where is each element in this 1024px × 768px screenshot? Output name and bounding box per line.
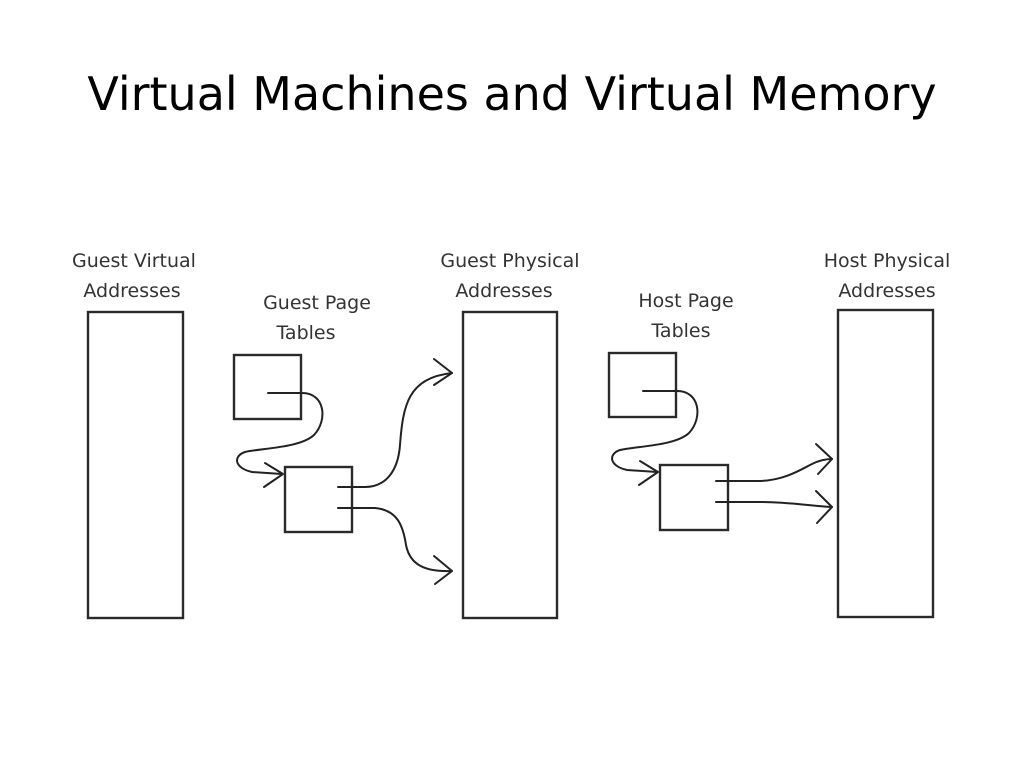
guest-page-tables-label: Guest Page Tables xyxy=(263,292,371,344)
guest-page-table-top xyxy=(232,353,303,421)
guest-physical-label: Guest Physical Addresses xyxy=(440,250,579,302)
guest-virtual-address-space xyxy=(86,310,185,620)
guest-walk-arrowhead xyxy=(263,462,284,488)
guest-walk-arrow xyxy=(236,392,324,475)
host-physical-address-space xyxy=(836,308,935,619)
guest-virtual-label: Guest Virtual Addresses xyxy=(72,250,196,302)
host-walk-arrow xyxy=(611,390,699,473)
host-to-physical-arrowhead-upper xyxy=(815,443,833,475)
guest-virtual-label-line2: Addresses xyxy=(83,280,180,302)
guest-to-physical-arrowhead-lower xyxy=(433,555,453,585)
guest-to-physical-arrow-lower xyxy=(337,507,453,573)
host-page-tables-label-line1: Host Page xyxy=(638,290,733,312)
host-page-tables-label: Host Page Tables xyxy=(638,290,733,342)
guest-physical-address-space xyxy=(461,310,559,620)
guest-page-tables-label-line2: Tables xyxy=(275,322,335,344)
guest-physical-label-line2: Addresses xyxy=(455,280,552,302)
guest-page-table-bottom xyxy=(283,465,354,534)
host-page-table-top xyxy=(607,351,678,419)
guest-virtual-label-line1: Guest Virtual xyxy=(72,250,196,272)
host-physical-label-line2: Addresses xyxy=(838,280,935,302)
host-physical-label: Host Physical Addresses xyxy=(824,250,951,302)
guest-page-tables-label-line1: Guest Page xyxy=(263,292,371,314)
guest-physical-label-line1: Guest Physical xyxy=(440,250,579,272)
host-page-table-bottom xyxy=(658,463,730,532)
guest-to-physical-arrow-upper xyxy=(337,372,453,488)
guest-to-physical-arrowhead-upper xyxy=(433,358,453,386)
host-page-tables-label-line2: Tables xyxy=(650,320,710,342)
host-walk-arrowhead xyxy=(638,460,659,486)
host-physical-label-line1: Host Physical xyxy=(824,250,951,272)
host-to-physical-arrow-upper xyxy=(715,458,833,482)
host-to-physical-arrow-lower xyxy=(715,501,833,508)
slide-title: Virtual Machines and Virtual Memory xyxy=(87,67,937,121)
host-to-physical-arrowhead-lower xyxy=(815,490,833,524)
